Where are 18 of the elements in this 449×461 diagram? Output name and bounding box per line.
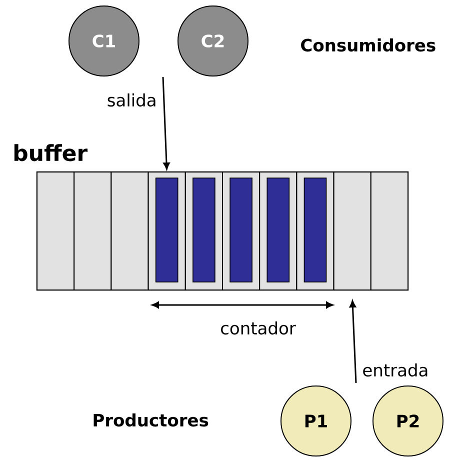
edge-label: salida [108, 93, 156, 107]
filled-slot [259, 172, 298, 290]
filled-slot [184, 172, 223, 290]
filled-slot [222, 172, 260, 290]
empty-slot [370, 172, 408, 290]
edge-label: entrada [363, 363, 428, 377]
heading-label: Productores [94, 413, 208, 427]
arrow [162, 76, 170, 170]
dimension-label: contador [221, 321, 296, 335]
node-label: buffer [14, 144, 88, 162]
empty-slot [74, 172, 112, 290]
heading-label: Consumidores [301, 38, 436, 52]
filled-slot [148, 172, 186, 290]
empty-slot [333, 172, 372, 290]
empty-slot [36, 172, 75, 290]
filled-slot [296, 172, 334, 290]
arrow [349, 300, 357, 384]
empty-slot [110, 172, 149, 290]
